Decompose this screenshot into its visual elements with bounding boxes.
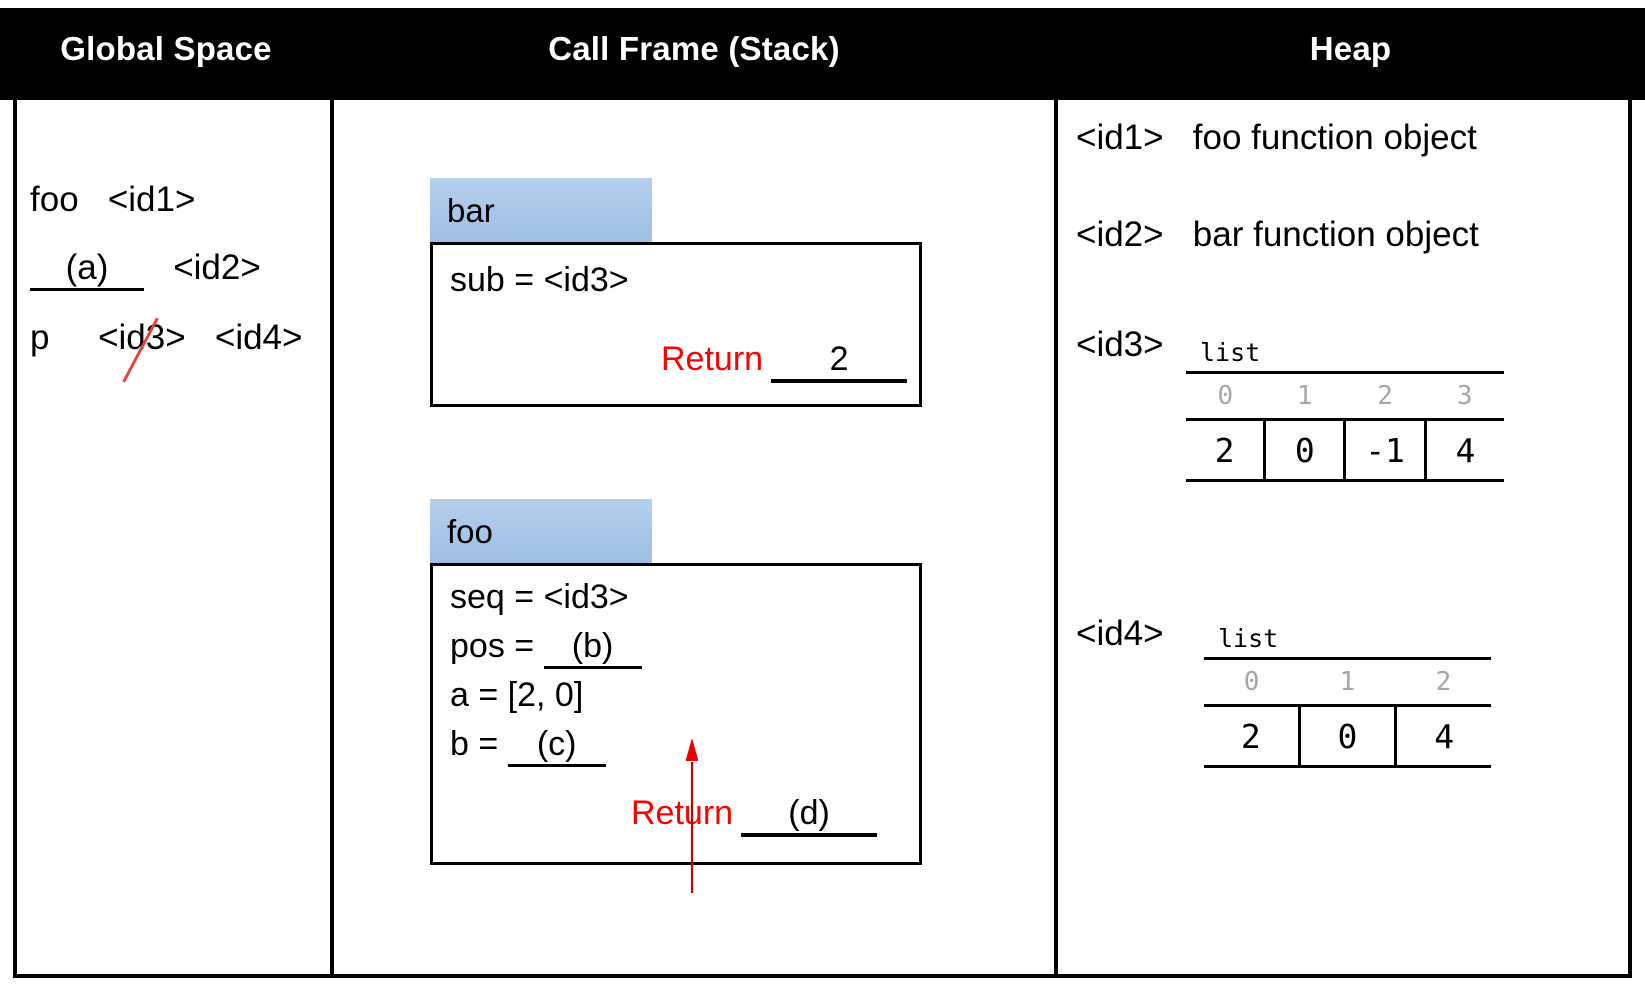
global-binding-foo-value: <id1> [107,180,196,219]
heap-list-object-id4-caption: list [1204,624,1491,660]
heap-list-object-id3: list 0 1 2 3 2 0 -1 4 [1186,338,1504,482]
column-divider-right [1054,100,1058,978]
heap-list-object-id4-index-1: 1 [1299,660,1396,707]
heap-list-object-id4-table: 0 1 2 2 0 4 [1204,660,1491,768]
column-divider-left [330,100,334,978]
global-binding-p: p <id3> <id4> [30,318,302,358]
call-frame-foo-var-seq: seq = <id3> [450,578,629,616]
heap-entry-id4-id: <id4> [1076,614,1164,653]
heap-list-object-id4-value-1: 0 [1299,705,1398,768]
call-frame-foo-return-row: Return(d) [631,794,878,837]
heap-list-object-id3-value-1: 0 [1264,419,1347,482]
heap-list-object-id4: list 0 1 2 2 0 4 [1204,624,1491,768]
column-header-global-space: Global Space [60,30,272,67]
heap-list-object-id3-index-2: 2 [1344,374,1426,421]
global-binding-p-value-old: <id3> [98,318,186,357]
heap-list-object-id3-table: 0 1 2 3 2 0 -1 4 [1186,374,1504,482]
call-frame-foo-return-value: (d) [741,794,878,837]
call-frame-bar-var-sub: sub = <id3> [450,261,629,299]
global-binding-foo-name: foo [30,180,79,219]
heap-entry-id2-desc: bar function object [1192,215,1479,254]
global-binding-foo: foo <id1> [30,180,195,220]
heap-list-object-id4-index-2: 2 [1395,660,1491,707]
call-frame-foo-tab: foo [430,499,652,563]
call-frame-foo-var-pos-label: pos = [450,627,544,665]
call-frame-foo-var-a: a = [2, 0] [450,676,584,714]
heap-list-object-id3-index-1: 1 [1264,374,1345,421]
call-frame-bar-return-label: Return [661,340,764,378]
call-frame-foo-return-label: Return [631,794,734,832]
heap-entry-id1-desc: foo function object [1192,118,1477,157]
heap-list-object-id3-value-row: 2 0 -1 4 [1186,419,1504,482]
heap-entry-id3-id: <id3> [1076,325,1164,364]
heap-entry-id1-id: <id1> [1076,118,1164,157]
heap-entry-id3: <id3> [1076,325,1164,365]
call-frame-foo-var-b-label: b = [450,725,508,763]
call-frame-bar-return-value: 2 [771,340,908,383]
heap-list-object-id3-index-0: 0 [1186,374,1265,421]
heap-list-object-id4-value-2: 4 [1395,705,1491,768]
content-frame-border [13,100,1632,978]
call-frame-bar-name: bar [447,192,495,229]
column-header-heap: Heap [1309,30,1392,67]
global-binding-p-value-new: <id4> [214,318,303,357]
global-binding-blank-a-value: <id2> [173,248,261,287]
heap-list-object-id3-value-2: -1 [1344,419,1427,482]
global-space-column: foo <id1> (a) <id2> p <id3> <id4> [13,100,330,978]
heap-entry-id1: <id1> foo function object [1076,118,1477,158]
heap-list-object-id3-value-3: 4 [1425,419,1504,482]
red-up-arrow-icon [686,738,698,893]
call-frame-foo-name: foo [447,513,493,550]
call-frame-foo-body: seq = <id3> pos = (b) a = [2, 0] b = (c)… [430,563,922,865]
column-header-call-frame: Call Frame (Stack) [548,30,840,67]
global-binding-blank-a-name: (a) [30,248,144,291]
call-frame-foo-var-b: b = (c) [450,725,606,767]
heap-list-object-id4-value-0: 2 [1204,705,1301,768]
heap-list-object-id3-index-3: 3 [1425,374,1504,421]
heap-list-object-id3-caption: list [1186,338,1504,374]
heap-entry-id2: <id2> bar function object [1076,215,1479,255]
call-frame-foo-var-b-blank: (c) [507,725,606,767]
heap-list-object-id4-value-row: 2 0 4 [1204,705,1491,768]
call-frame-foo-var-pos-blank: (b) [543,627,642,669]
global-binding-p-name: p [30,318,50,357]
heap-column: <id1> foo function object <id2> bar func… [1058,100,1632,978]
heap-list-object-id4-index-0: 0 [1204,660,1300,707]
global-binding-blank-a: (a) <id2> [30,248,261,291]
call-frame-foo-var-pos: pos = (b) [450,627,642,669]
heap-list-object-id3-value-0: 2 [1186,419,1267,482]
heap-list-object-id4-index-row: 0 1 2 [1204,660,1491,707]
heap-entry-id2-id: <id2> [1076,215,1164,254]
header-bar: Global Space Call Frame (Stack) Heap [0,8,1645,100]
heap-list-object-id3-index-row: 0 1 2 3 [1186,374,1504,421]
call-frame-bar-tab: bar [430,178,652,242]
heap-entry-id4: <id4> [1076,614,1164,654]
